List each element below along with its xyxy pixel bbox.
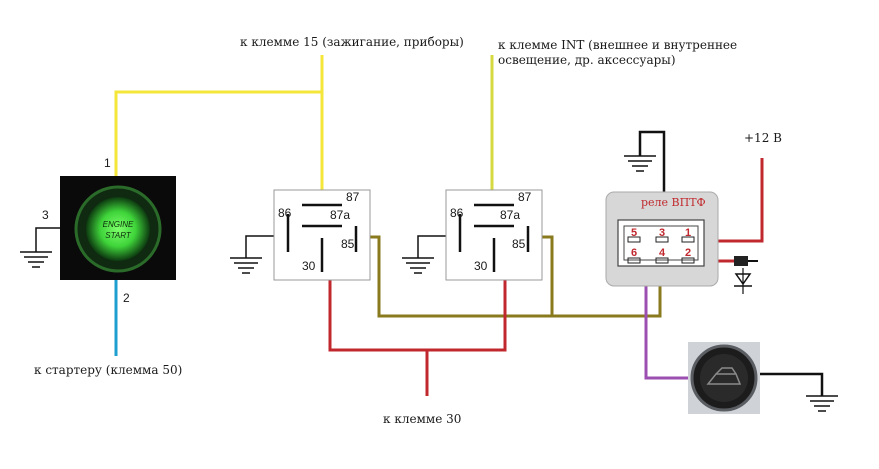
relay2-pin-85: 85 — [512, 237, 526, 251]
trunk-button — [688, 342, 760, 414]
label-int-line2: освещение, др. аксессуары) — [498, 53, 676, 67]
relay-2: 87 87a 86 85 30 — [445, 189, 543, 281]
relay1-pin-86: 86 — [278, 206, 292, 220]
ground-symbol-vptf — [624, 155, 656, 172]
vptf-title: реле ВПТФ — [641, 196, 706, 209]
relay2-pin-87: 87 — [518, 190, 532, 204]
vptf-ground-wire — [638, 130, 666, 232]
label-int-line1: к клемме INT (внешнее и внутреннее — [498, 38, 737, 52]
vptf-pin-6: 6 — [631, 247, 637, 259]
vptf-relay: реле ВПТФ 5 3 1 6 4 2 — [605, 191, 719, 287]
relay1-pin-85: 85 — [341, 237, 355, 251]
relay1-pin-87: 87 — [346, 190, 360, 204]
button-pin-2: 2 — [123, 291, 130, 305]
ground-symbol-relay2 — [402, 235, 456, 274]
vptf-pin-3: 3 — [659, 227, 665, 239]
button-text-engine: ENGINE — [103, 220, 134, 229]
label-ignition: к клемме 15 (зажигание, приборы) — [240, 35, 464, 49]
vptf-pin-5: 5 — [631, 227, 637, 239]
red-wire-term30 — [328, 262, 507, 352]
diode-symbol — [734, 256, 758, 294]
ground-symbol-trunk — [806, 395, 838, 412]
vptf-pin-1: 1 — [685, 227, 691, 239]
button-pin-3: 3 — [42, 208, 49, 222]
relay-1: 87 87a 86 85 30 — [273, 189, 371, 281]
relay2-pin-30: 30 — [474, 259, 488, 273]
label-starter: к стартеру (клемма 50) — [34, 363, 182, 377]
engine-start-button: ENGINE START — [60, 176, 176, 280]
button-pin-1: 1 — [104, 156, 111, 170]
relay2-pin-87a: 87a — [500, 208, 520, 222]
label-plus12: +12 В — [744, 131, 782, 145]
trunk-ground-wire — [760, 372, 824, 396]
relay2-pin-86: 86 — [450, 206, 464, 220]
button-text-start: START — [105, 231, 132, 240]
vptf-pin-4: 4 — [659, 247, 666, 259]
ground-symbol-relay1 — [230, 235, 284, 274]
ground-symbol-button — [20, 251, 52, 268]
ground-wire-button — [35, 227, 60, 252]
purple-wire — [644, 250, 688, 380]
relay1-pin-87a: 87a — [330, 208, 350, 222]
ignition-wire — [114, 55, 324, 178]
label-term30: к клемме 30 — [383, 412, 461, 426]
relay1-pin-30: 30 — [302, 259, 316, 273]
olive-wire-relay1 — [360, 235, 662, 318]
vptf-pin-2: 2 — [685, 247, 691, 259]
